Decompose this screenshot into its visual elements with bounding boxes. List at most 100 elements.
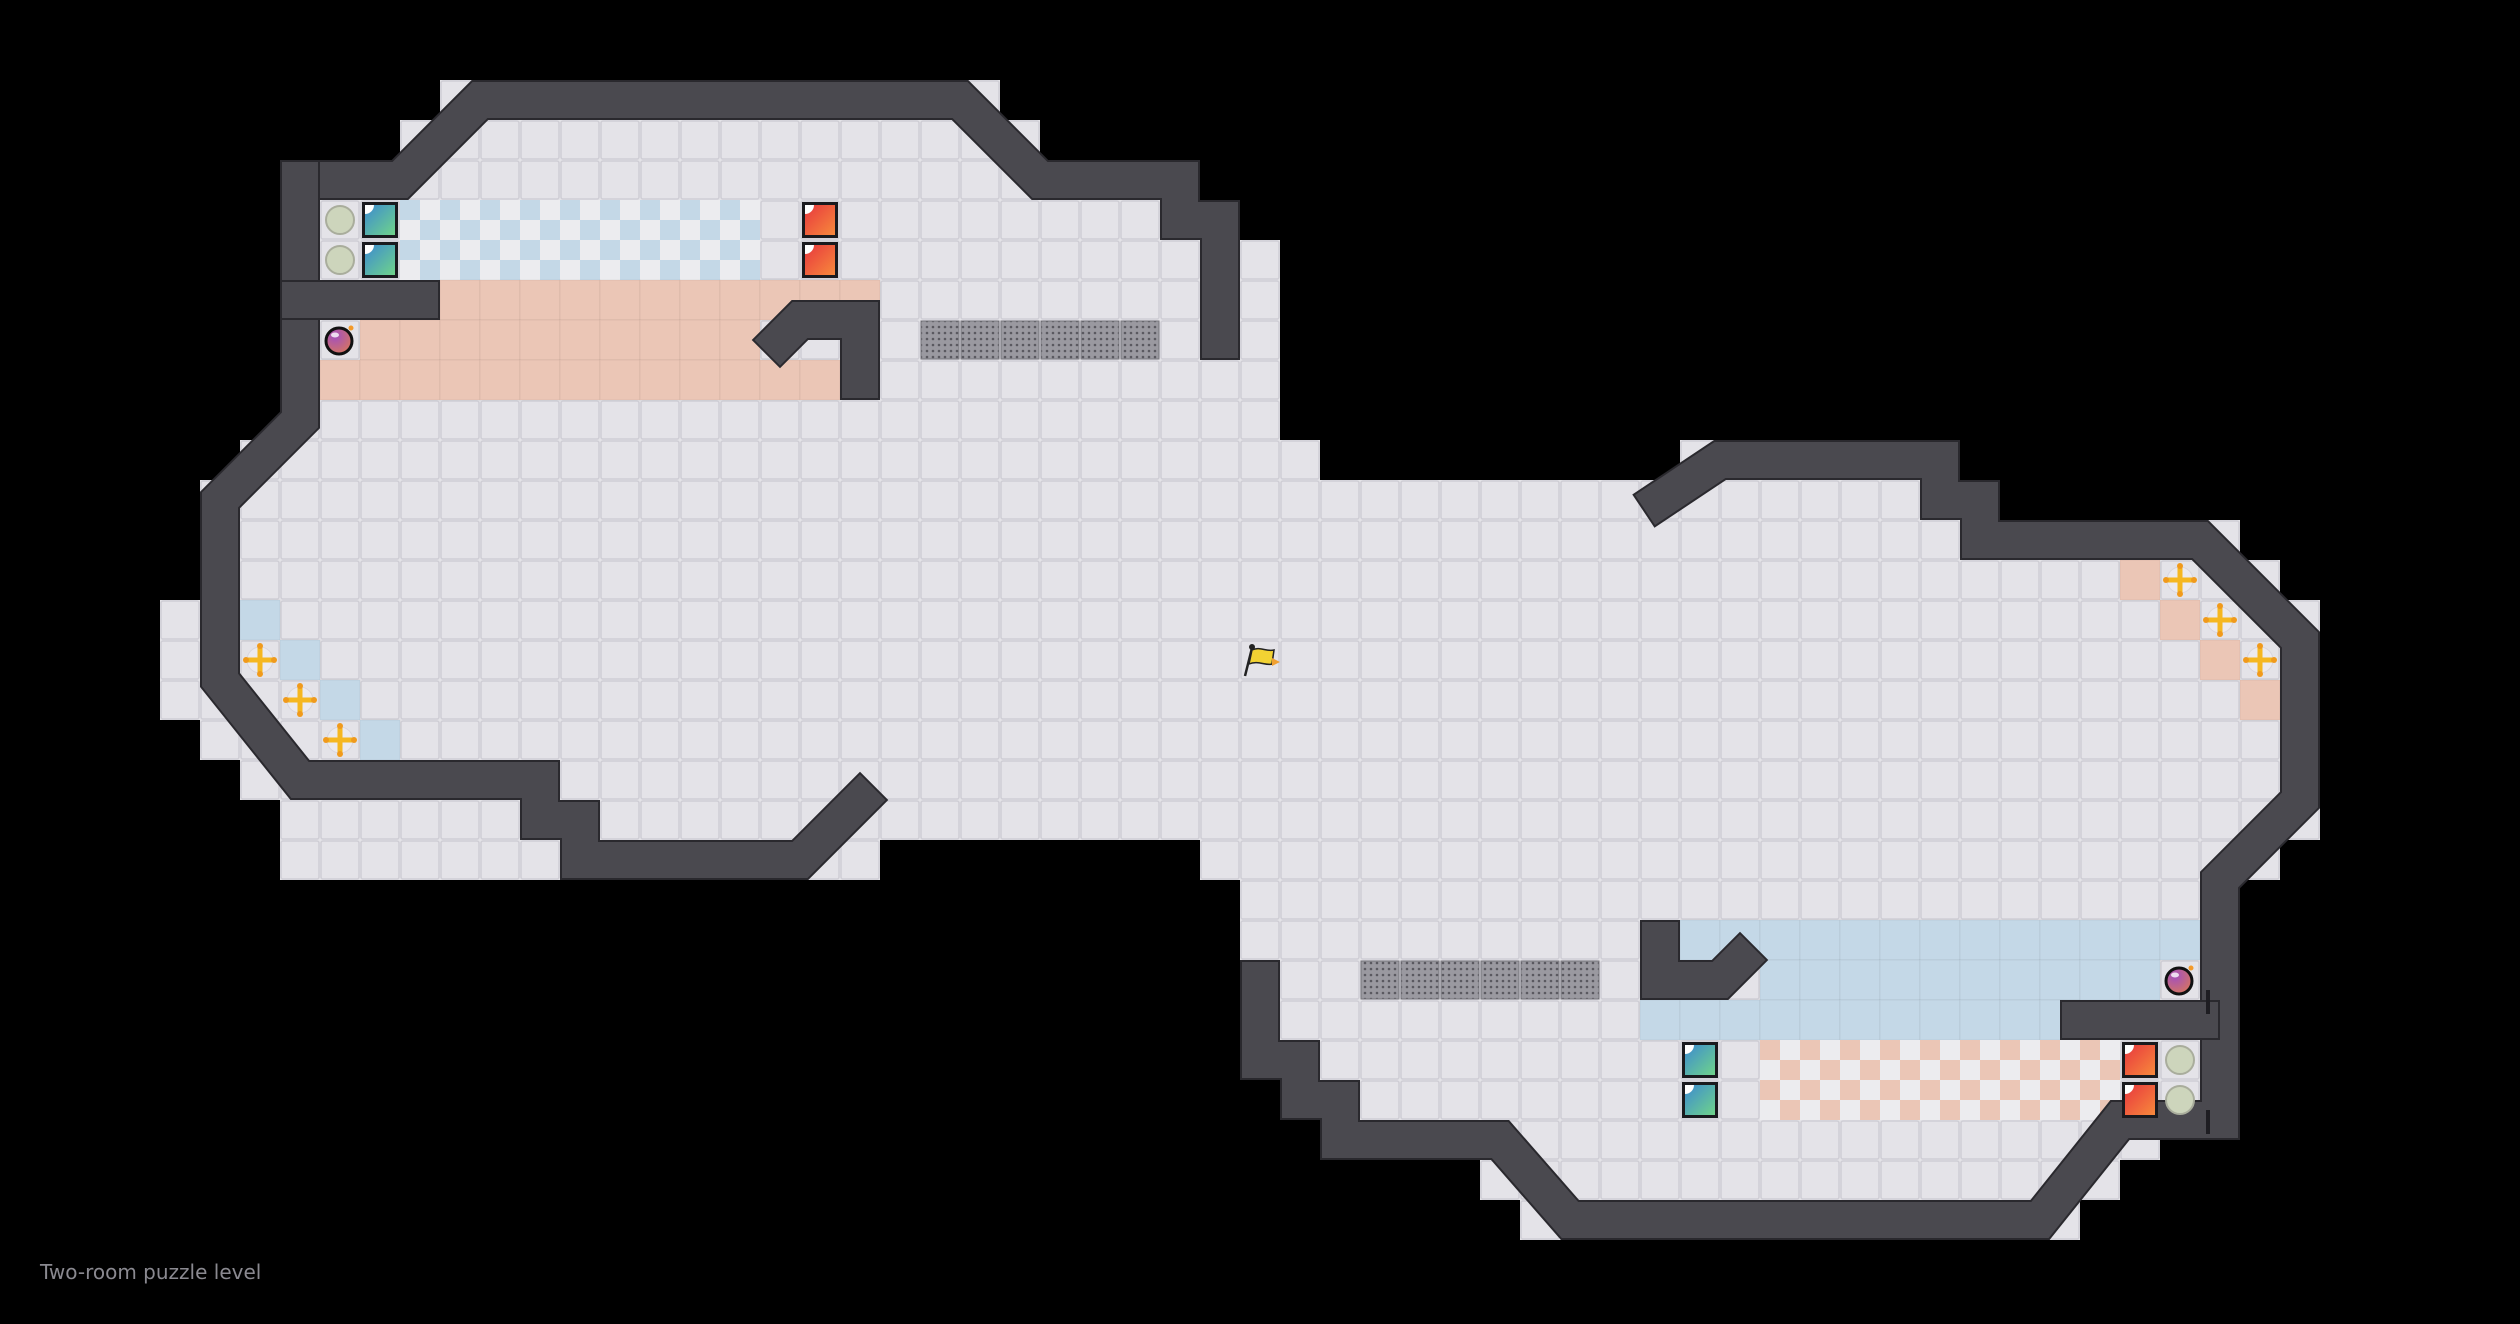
- cross-spinner-icon[interactable]: [2203, 603, 2237, 637]
- floor-tile: [360, 560, 400, 600]
- floor-tile: [560, 440, 600, 480]
- teal-block-icon[interactable]: [1682, 1082, 1718, 1118]
- cross-spinner-icon[interactable]: [2163, 563, 2197, 597]
- floor-tile-edge: [1080, 400, 1120, 440]
- floor-tile: [1400, 800, 1440, 840]
- floor-tile-edge: [1200, 760, 1240, 800]
- floor-tile-edge: [1680, 520, 1720, 560]
- floor-tile: [1000, 440, 1040, 480]
- teal-block-icon[interactable]: [362, 202, 398, 238]
- floor-tile-edge: [240, 640, 280, 680]
- cross-spinner-icon[interactable]: [323, 723, 357, 757]
- floor-tile-edge: [1280, 760, 1320, 800]
- pressure-plate-icon[interactable]: [325, 205, 355, 235]
- floor-tile-edge: [1320, 880, 1360, 920]
- red-block-icon[interactable]: [802, 202, 838, 238]
- bomb-fuse: [348, 325, 354, 331]
- floor-tile: [960, 360, 1000, 400]
- floor-tile-edge: [320, 400, 360, 440]
- floor-tile-edge: [480, 720, 520, 760]
- floor-tile: [320, 640, 360, 680]
- floor-tile: [2160, 760, 2200, 800]
- floor-tile: [1120, 240, 1160, 280]
- floor-tile: [560, 520, 600, 560]
- flag-icon[interactable]: [1243, 644, 1280, 677]
- floor-tile: [320, 840, 360, 880]
- floor-tile-edge: [1600, 1080, 1640, 1120]
- floor-tile: [920, 720, 960, 760]
- floor-tile: [520, 520, 560, 560]
- red-block-icon[interactable]: [2122, 1082, 2158, 1118]
- teal-block-icon[interactable]: [362, 242, 398, 278]
- floor-tile: [1200, 680, 1240, 720]
- floor-tile-edge: [920, 120, 960, 160]
- floor-tile-edge: [840, 520, 880, 560]
- floor-tile: [1360, 920, 1400, 960]
- floor-tile: [1560, 640, 1600, 680]
- floor-tile-edge: [1000, 640, 1040, 680]
- spinner-tip: [2177, 563, 2183, 569]
- blue-checker-zone-cell: [500, 220, 520, 240]
- floor-tile-edge: [1560, 920, 1600, 960]
- blue-zone: [1799, 999, 1841, 1041]
- floor-tile: [1120, 360, 1160, 400]
- floor-tile: [1440, 720, 1480, 760]
- bomb-icon[interactable]: [324, 325, 354, 356]
- floor-tile: [1760, 560, 1800, 600]
- floor-tile: [1720, 1120, 1760, 1160]
- floor-tile: [1600, 680, 1640, 720]
- floor-tile-edge: [960, 760, 1000, 800]
- floor-tile: [480, 840, 520, 880]
- floor-tile: [1320, 840, 1360, 880]
- floor-tile: [1440, 1040, 1480, 1080]
- floor-tile: [1040, 680, 1080, 720]
- floor-tile-edge: [1320, 760, 1360, 800]
- floor-tile: [1120, 520, 1160, 560]
- blue-checker-zone-cell: [420, 260, 440, 280]
- floor-tile: [1680, 800, 1720, 840]
- floor-tile: [1200, 600, 1240, 640]
- cross-spinner-icon[interactable]: [243, 643, 277, 677]
- floor-tile: [1080, 800, 1120, 840]
- floor-tile-edge: [2040, 560, 2080, 600]
- spinner-tip: [297, 683, 303, 689]
- floor-tile: [1680, 840, 1720, 880]
- floor-tile-edge: [2240, 760, 2280, 800]
- bomb-icon[interactable]: [2164, 965, 2194, 996]
- peach-zone: [479, 359, 521, 401]
- floor-tile-edge: [480, 440, 520, 480]
- floor-tile: [1040, 520, 1080, 560]
- blue-zone: [1639, 999, 1681, 1041]
- floor-tile: [1920, 1160, 1960, 1200]
- floor-tile: [880, 640, 920, 680]
- floor-tile-edge: [1160, 560, 1200, 600]
- floor-tile: [1920, 560, 1960, 600]
- floor-tile: [1600, 1000, 1640, 1040]
- floor-tile-edge: [400, 440, 440, 480]
- floor-tile-edge: [1120, 440, 1160, 480]
- peach-zone: [479, 279, 521, 321]
- red-block-icon[interactable]: [802, 242, 838, 278]
- blue-checker-zone-cell: [680, 200, 700, 220]
- floor-tile-edge: [1400, 1000, 1440, 1040]
- floor-tile: [1240, 800, 1280, 840]
- cross-spinner-icon[interactable]: [2243, 643, 2277, 677]
- floor-tile-edge: [1800, 480, 1840, 520]
- teal-block-icon[interactable]: [1682, 1042, 1718, 1078]
- floor-tile-edge: [600, 400, 640, 440]
- peach-zone: [719, 279, 761, 321]
- floor-tile: [680, 480, 720, 520]
- pressure-plate-icon[interactable]: [325, 245, 355, 275]
- floor-tile-edge: [1960, 760, 2000, 800]
- floor-tile-edge: [1480, 840, 1520, 880]
- floor-tile: [1600, 720, 1640, 760]
- cross-spinner-icon[interactable]: [283, 683, 317, 717]
- peach-zone: [599, 279, 641, 321]
- floor-tile: [1320, 640, 1360, 680]
- floor-tile-edge: [280, 840, 320, 880]
- floor-tile-edge: [480, 520, 520, 560]
- red-block-icon[interactable]: [2122, 1042, 2158, 1078]
- pressure-plate-icon[interactable]: [2165, 1085, 2195, 1115]
- floor-tile: [600, 720, 640, 760]
- pressure-plate-icon[interactable]: [2165, 1045, 2195, 1075]
